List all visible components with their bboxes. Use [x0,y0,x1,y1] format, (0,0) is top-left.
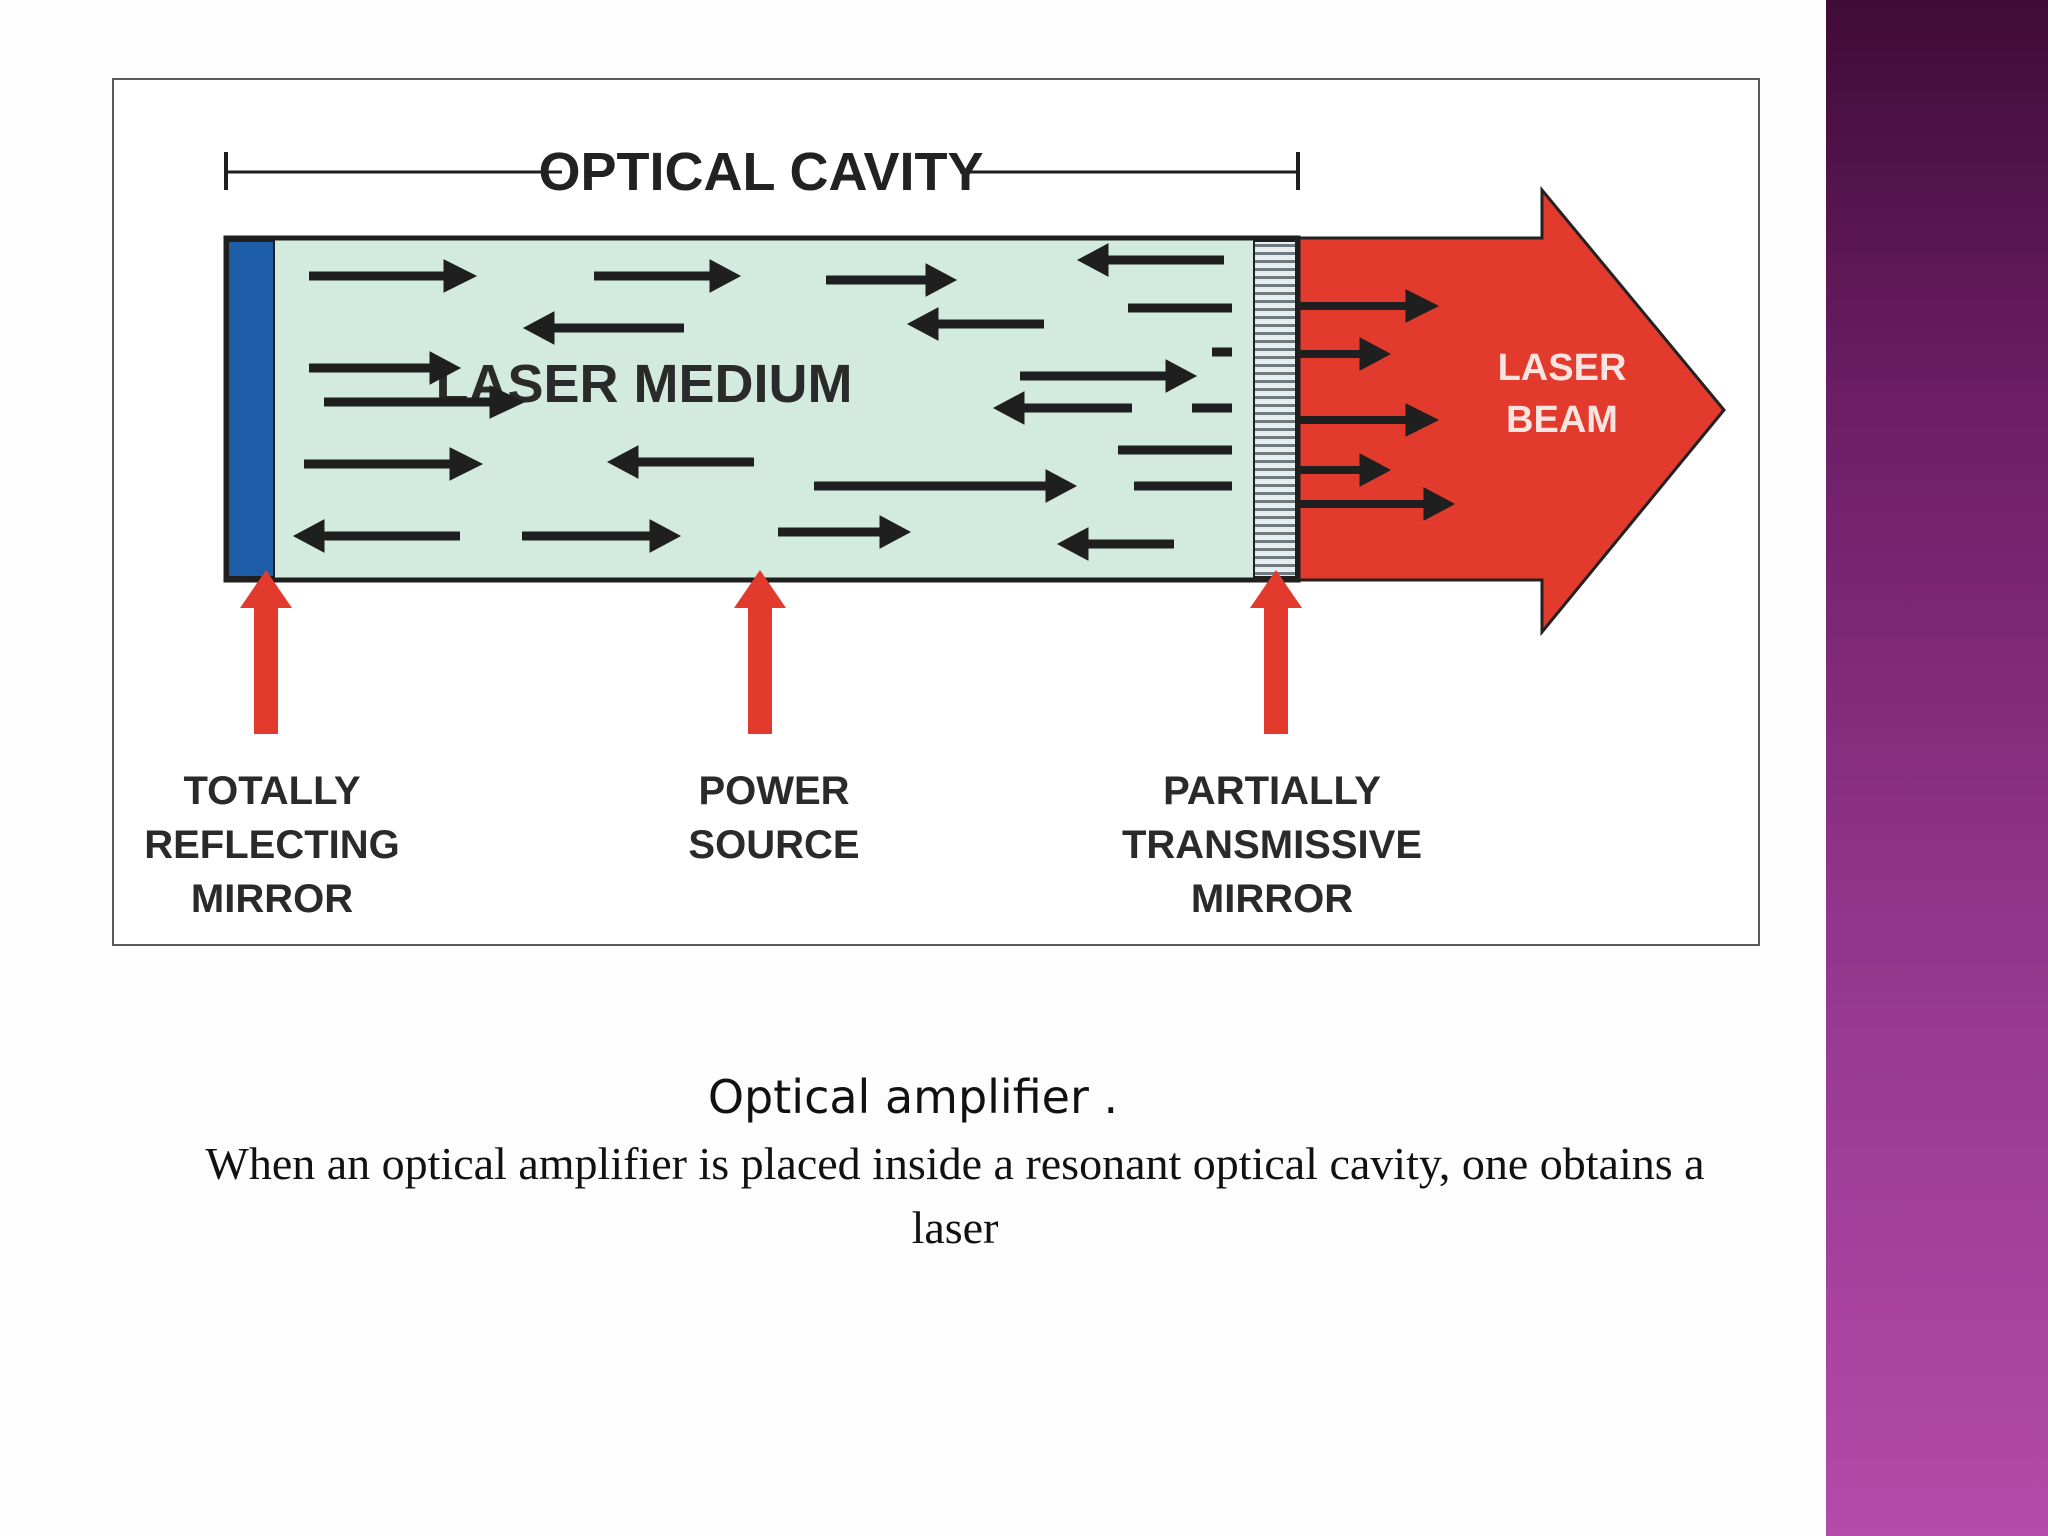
laser-cavity-diagram: OPTICAL CAVITY LASER BEAM LASER MEDIUM [144,142,1726,921]
label-power: POWER [698,769,849,813]
transmitted-photon-arrows [1298,289,1456,521]
label-totally: TOTALLY [183,769,360,813]
decorative-side-band [1826,0,2048,1536]
caption-heading: Optical amplifier . [707,1070,1119,1124]
label-source: SOURCE [688,823,859,867]
laser-beam-label-line2: BEAM [1506,399,1618,441]
laser-beam-arrow [1294,185,1726,637]
optical-cavity-label: OPTICAL CAVITY [538,142,983,202]
label-partially: PARTIALLY [1163,769,1381,813]
label-transmissive: TRANSMISSIVE [1122,823,1422,867]
pointer-arrow-right [1250,570,1302,734]
label-reflecting: REFLECTING [144,823,400,867]
caption-text: When an optical amplifier is placed insi… [205,1138,1705,1253]
pointer-arrow-left [240,570,292,734]
partially-transmissive-mirror [1253,240,1297,578]
pointer-arrow-center [734,570,786,734]
figure-frame: OPTICAL CAVITY LASER BEAM LASER MEDIUM [112,78,1760,946]
laser-beam-label-line1: LASER [1498,347,1627,389]
totally-reflecting-mirror [227,240,275,578]
photon-arrows [292,243,1232,561]
pointer-arrows [240,570,1302,734]
label-mirror-right: MIRROR [1191,877,1353,921]
optical-cavity-bracket [224,152,1300,190]
label-mirror-left: MIRROR [191,877,353,921]
